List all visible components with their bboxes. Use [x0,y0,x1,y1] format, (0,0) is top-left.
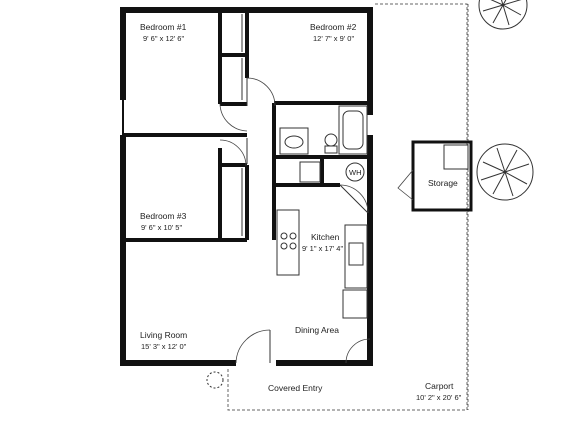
shrub-icon [206,371,224,389]
room-name-living: Living Room [140,330,187,340]
storage-building [397,140,473,212]
room-dims-bedroom2: 12' 7" x 9' 0" [313,34,354,43]
bathroom-fixtures [279,105,368,183]
room-name-entry: Covered Entry [268,383,323,393]
room-name-bedroom1: Bedroom #1 [140,22,187,32]
interior-walls [123,10,370,242]
room-dims-living: 15' 3" x 12' 0" [141,342,187,351]
tree-icon [476,143,534,201]
water-heater-label: WH [349,168,362,177]
room-dims-kitchen: 9' 1" x 17' 4" [302,244,343,253]
room-name-bedroom2: Bedroom #2 [310,22,357,32]
room-name-bedroom3: Bedroom #3 [140,211,187,221]
room-name-kitchen: Kitchen [311,232,340,242]
room-dims-bedroom3: 9' 6" x 10' 5" [141,223,182,232]
doors [219,77,371,364]
room-name-carport: Carport [425,381,454,391]
room-name-storage: Storage [428,178,458,188]
carport-outline [227,3,469,411]
kitchen-fixtures [276,209,368,319]
room-dims-bedroom1: 9' 6" x 12' 6" [143,34,184,43]
tree-icon [478,0,528,30]
room-dims-carport: 10' 2" x 20' 6" [416,393,462,402]
room-name-dining: Dining Area [295,325,339,335]
